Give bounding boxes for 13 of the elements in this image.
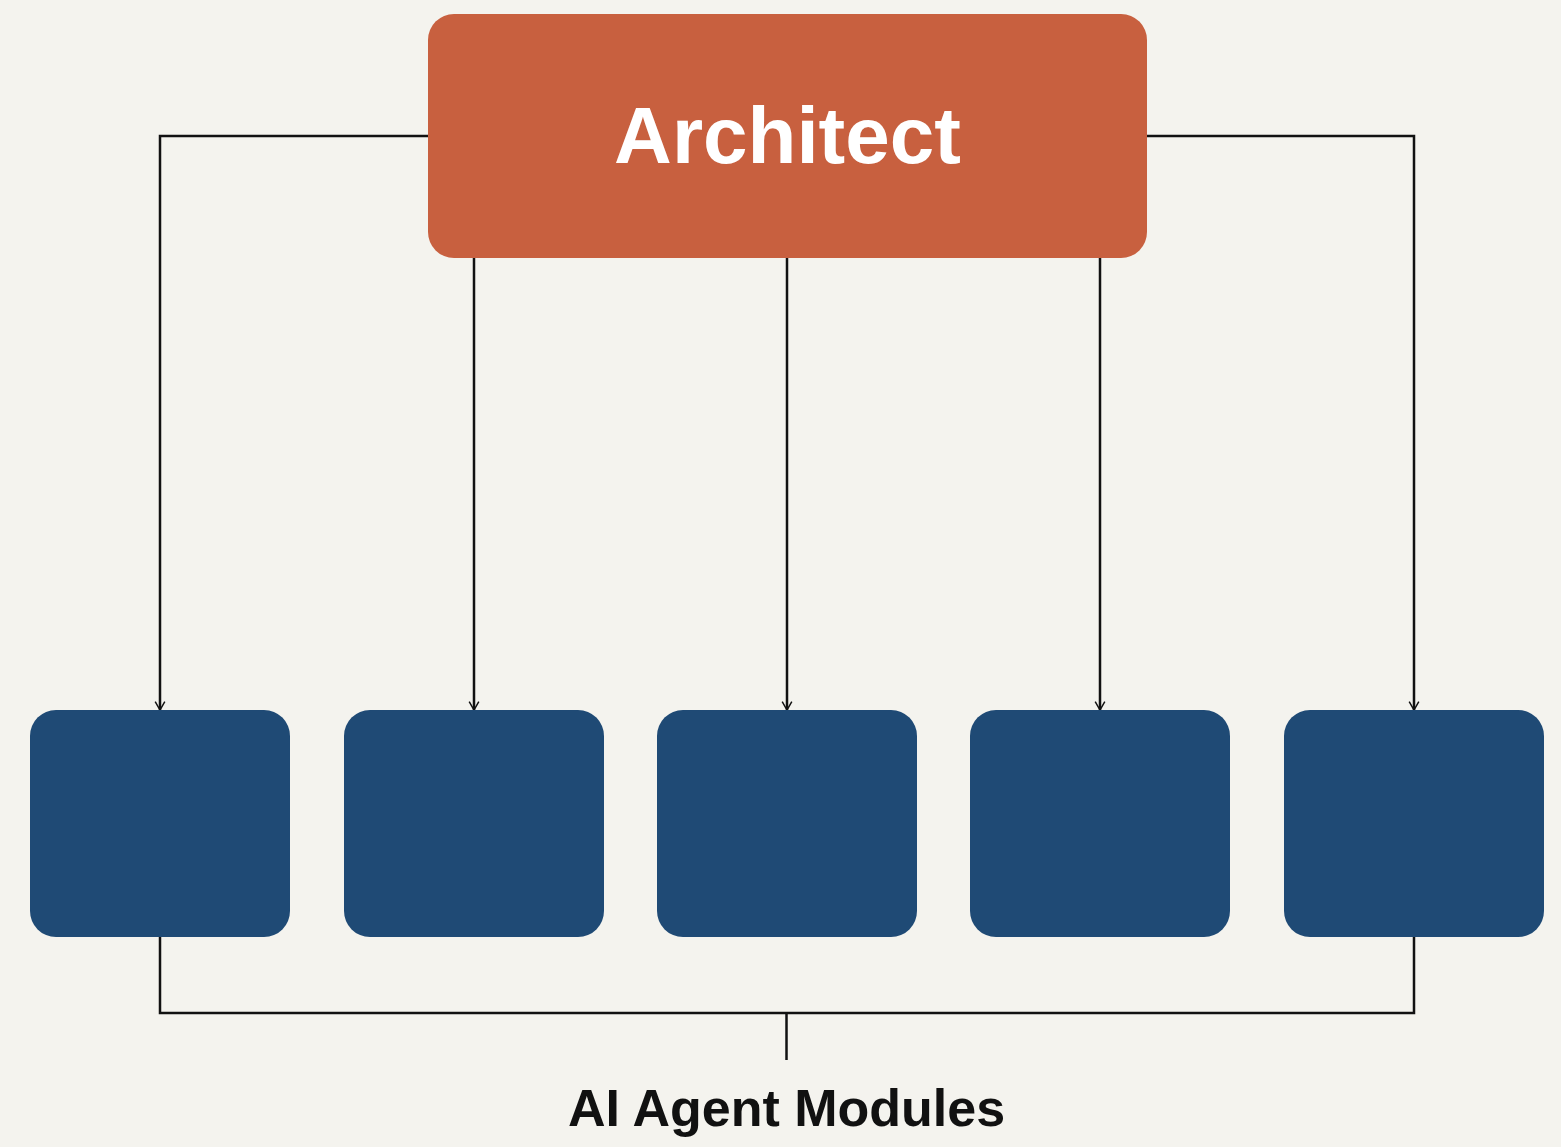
arrow — [1094, 258, 1106, 711]
module-box — [1284, 710, 1544, 937]
node-title: Architect — [614, 90, 961, 182]
arrow — [781, 258, 793, 711]
module-box — [30, 710, 290, 937]
module-box — [344, 710, 604, 937]
module-box — [970, 710, 1230, 937]
arrow — [468, 258, 480, 711]
arrow — [154, 134, 428, 711]
module-box — [657, 710, 917, 937]
arrow — [1147, 134, 1420, 711]
process-box — [428, 14, 1147, 258]
group-label: AI Agent Modules — [567, 1078, 1006, 1138]
